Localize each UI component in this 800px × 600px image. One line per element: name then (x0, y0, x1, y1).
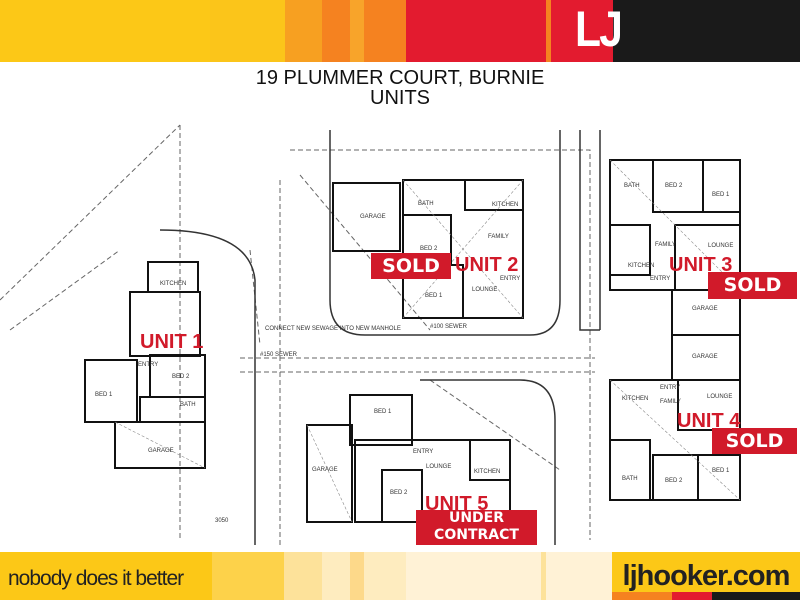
room-label: BED 1 (95, 392, 113, 398)
plan-note: #100 SEWER (430, 324, 468, 330)
room-label: BED 1 (425, 293, 443, 299)
room-label: BED 2 (665, 478, 683, 484)
unit-4-label: UNIT 4 (677, 410, 741, 432)
unit-2-label: UNIT 2 (455, 254, 518, 276)
room-label: ENTRY (660, 385, 680, 391)
room-label: GARAGE (692, 354, 718, 360)
room-label: LOUNGE (707, 394, 732, 400)
room-label: KITCHEN (622, 396, 648, 402)
room-label: GARAGE (692, 306, 718, 312)
unit-4-sold-badge: SOLD (712, 428, 797, 454)
page-title: 19 PLUMMER COURT, BURNIE UNITS (0, 68, 800, 108)
room-label: BATH (624, 183, 640, 189)
unit-5-label: UNIT 5 (425, 493, 488, 515)
room-label: KITCHEN (160, 281, 186, 287)
room-label: BATH (418, 201, 434, 207)
room-label: KITCHEN (628, 263, 654, 269)
room-label: KITCHEN (492, 202, 518, 208)
room-label: GARAGE (148, 448, 174, 454)
room-label: GARAGE (312, 467, 338, 473)
room-label: FAMILY (488, 234, 509, 240)
room-label: BATH (622, 476, 638, 482)
title-subtitle: UNITS (370, 87, 430, 109)
room-label: BED 2 (390, 490, 408, 496)
room-label: KITCHEN (474, 469, 500, 475)
room-label: BED 2 (665, 183, 683, 189)
room-label: ENTRY (500, 276, 520, 282)
room-label: BED 1 (712, 192, 730, 198)
footer-tagline: nobody does it better (8, 567, 184, 590)
header-banner: LJ Hooker (0, 0, 800, 115)
room-label: ENTRY (650, 276, 670, 282)
unit-3-label: UNIT 3 (669, 254, 732, 276)
room-label: BATH (180, 402, 196, 408)
footer-website[interactable]: ljhooker.com (612, 560, 800, 592)
unit-1-label: UNIT 1 (140, 331, 203, 353)
room-label: FAMILY (655, 242, 676, 248)
unit-5-under-contract-badge: UNDER CONTRACT (416, 510, 537, 545)
plan-note: #150 SEWER (260, 352, 298, 358)
unit-3-sold-badge: SOLD (708, 272, 797, 299)
unit-2-sold-badge: SOLD (371, 253, 451, 279)
room-label: BED 1 (712, 468, 730, 474)
room-label: ENTRY (413, 449, 433, 455)
plan-note: CONNECT NEW SEWAGE INTO NEW MANHOLE (265, 326, 401, 332)
title-address: 19 PLUMMER COURT, BURNIE (255, 67, 545, 89)
plan-note: 3050 (215, 518, 229, 524)
badge-line-1: UNDER (448, 510, 505, 526)
room-label: BED 2 (172, 374, 190, 380)
room-label: GARAGE (360, 214, 386, 220)
room-label: LOUNGE (472, 287, 497, 293)
badge-line-2: CONTRACT (434, 527, 519, 543)
lj-hooker-logo: LJ Hooker (575, 1, 713, 115)
site-plan: KITCHEN ENTRY BED 2 BED 1 BATH GARAGE GA… (0, 124, 741, 545)
room-label: BED 1 (374, 409, 392, 415)
room-label: BED 2 (420, 246, 438, 252)
room-label: LOUNGE (708, 243, 733, 249)
room-label: LOUNGE (426, 464, 451, 470)
room-label: FAMILY (660, 399, 681, 405)
room-label: ENTRY (138, 362, 158, 368)
